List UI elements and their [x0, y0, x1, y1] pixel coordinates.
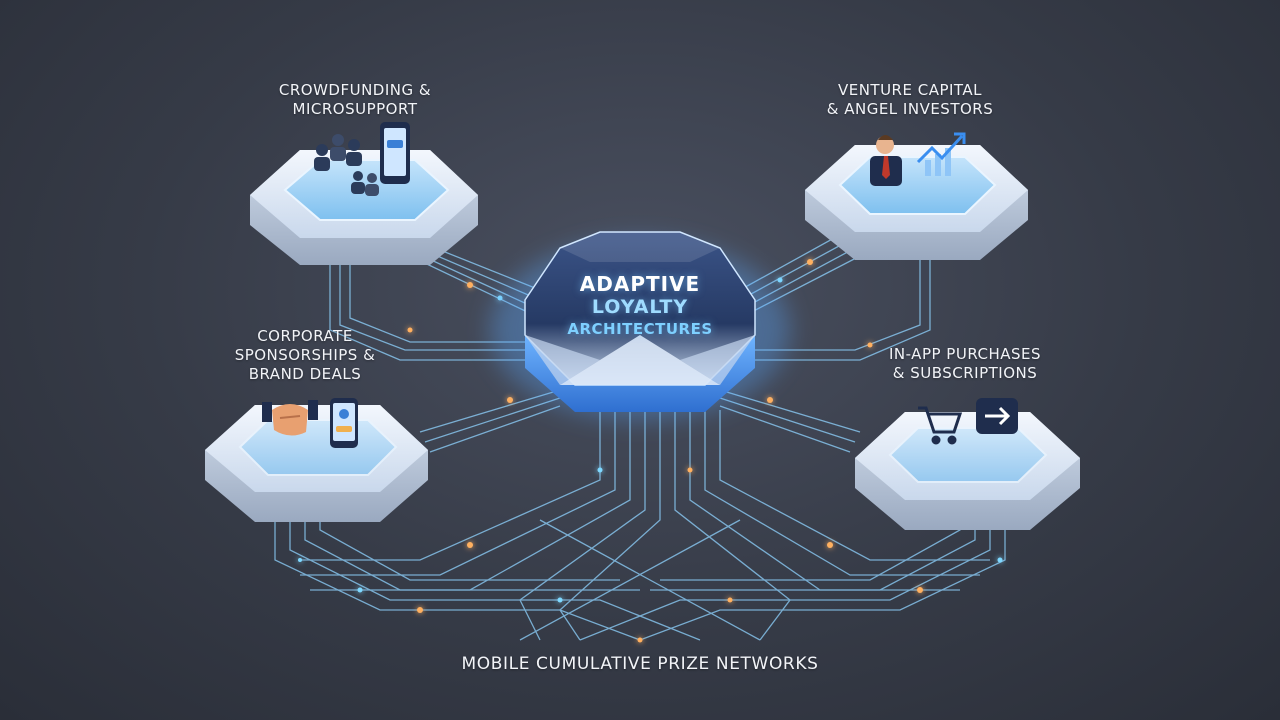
crowdfunding-platform: [250, 150, 478, 265]
crowdfunding-label-line2: MICROSUPPORT: [292, 100, 418, 118]
footer-label: MOBILE CUMULATIVE PRIZE NETWORKS: [461, 654, 819, 674]
arrow-right-icon: [976, 398, 1018, 434]
venture-label-line2: & ANGEL INVESTORS: [826, 100, 994, 118]
inapp-label-line1: IN-APP PURCHASES: [888, 345, 1042, 363]
hub-title-line2: LOYALTY: [591, 296, 689, 318]
circuit-traces: [274, 231, 1006, 641]
central-hub: [490, 231, 790, 420]
inapp-platform: [855, 412, 1080, 530]
crowdfunding-label: CROWDFUNDING & MICROSUPPORT: [255, 81, 455, 119]
cart-icon: [918, 406, 963, 445]
corporate-label-line2: SPONSORSHIPS &: [234, 346, 376, 364]
phone-card-icon: [330, 398, 358, 448]
corporate-label: CORPORATE SPONSORSHIPS & BRAND DEALS: [215, 327, 395, 384]
crowdfunding-label-line1: CROWDFUNDING &: [278, 81, 432, 99]
inapp-label: IN-APP PURCHASES & SUBSCRIPTIONS: [870, 345, 1060, 383]
venture-label-line1: VENTURE CAPITAL: [837, 81, 983, 99]
inapp-label-line2: & SUBSCRIPTIONS: [892, 364, 1038, 382]
hub-title-line1: ADAPTIVE: [579, 272, 701, 296]
people-icon: [314, 134, 379, 196]
hub-title: ADAPTIVE LOYALTY ARCHITECTURES: [540, 272, 740, 340]
corporate-label-line1: CORPORATE: [257, 327, 353, 345]
corporate-label-line3: BRAND DEALS: [248, 365, 362, 383]
growth-chart-icon: [916, 132, 966, 176]
venture-label: VENTURE CAPITAL & ANGEL INVESTORS: [810, 81, 1010, 119]
phone-icon: [380, 122, 410, 184]
glow-dots: [298, 259, 1003, 643]
handshake-icon: [262, 400, 318, 436]
investor-icon: [870, 135, 902, 186]
hub-title-line3: ARCHITECTURES: [567, 320, 713, 338]
venture-platform: [805, 145, 1028, 260]
corporate-platform: [205, 405, 428, 522]
